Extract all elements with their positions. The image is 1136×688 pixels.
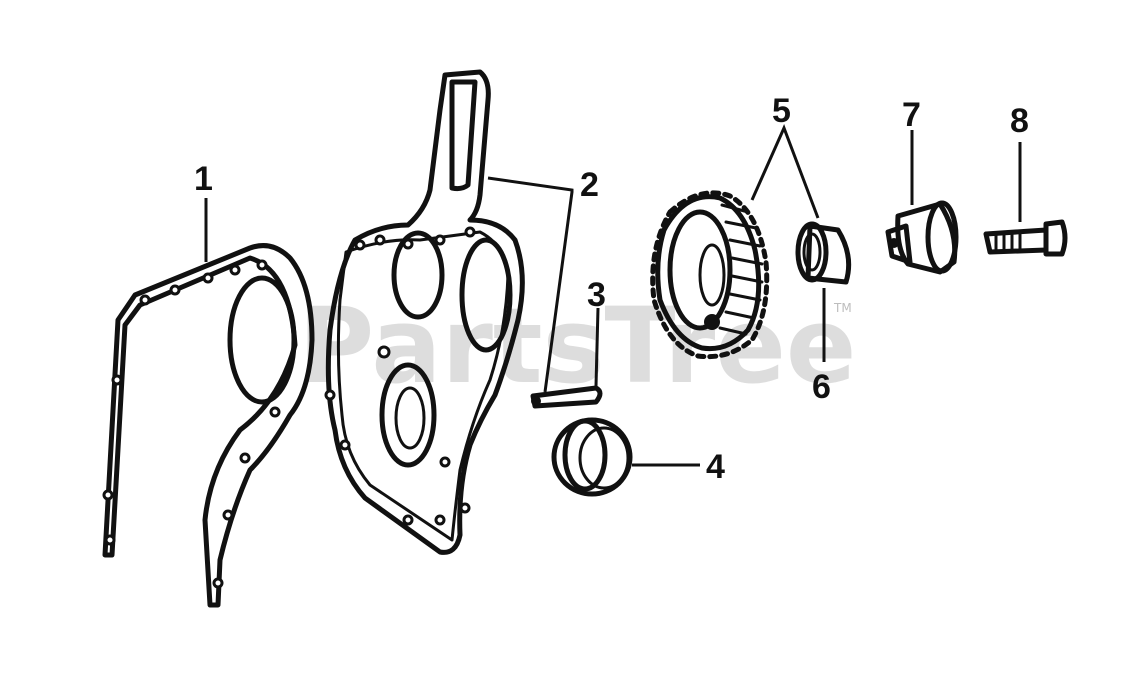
callout-6[interactable]: 6 bbox=[812, 368, 831, 406]
callouts: 1 2 3 4 5 6 7 8 bbox=[194, 92, 1029, 486]
callout-5[interactable]: 5 bbox=[772, 92, 791, 130]
watermark-trademark: TM bbox=[833, 301, 852, 315]
crank-gear-part[interactable] bbox=[650, 190, 770, 360]
callout-7[interactable]: 7 bbox=[902, 96, 921, 134]
gasket-bolt-holes bbox=[102, 259, 281, 589]
callout-1[interactable]: 1 bbox=[194, 160, 213, 198]
cover-bolt-holes bbox=[324, 226, 476, 526]
gasket-part[interactable] bbox=[102, 243, 315, 608]
dowel-pin-part[interactable] bbox=[530, 385, 603, 409]
spacer-part[interactable] bbox=[795, 221, 852, 285]
pulley-hub-part[interactable] bbox=[885, 200, 959, 275]
leader-lines bbox=[204, 124, 1022, 467]
callout-4[interactable]: 4 bbox=[706, 448, 725, 486]
callout-3[interactable]: 3 bbox=[587, 276, 606, 314]
bolt-part[interactable] bbox=[983, 219, 1068, 257]
callout-2[interactable]: 2 bbox=[580, 166, 599, 204]
callout-8[interactable]: 8 bbox=[1010, 102, 1029, 140]
gear-helical-teeth bbox=[718, 203, 764, 336]
timing-cover-part[interactable] bbox=[324, 69, 525, 555]
bolt-threads bbox=[994, 230, 1022, 254]
oil-seal-part[interactable] bbox=[551, 417, 633, 497]
